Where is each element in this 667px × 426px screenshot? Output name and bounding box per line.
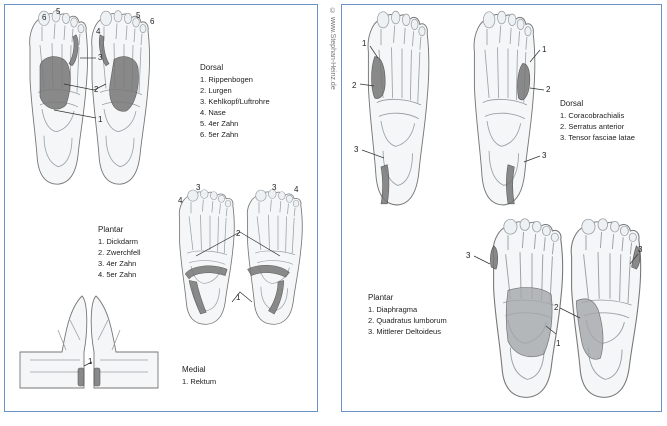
lead-pl1 [231, 291, 253, 303]
lead-rp2 [559, 307, 581, 319]
lead-r3a [361, 149, 385, 159]
legend-item: 1. Rektum [182, 377, 217, 386]
lead-r3b [523, 155, 541, 163]
legend-item: 4. Nase [200, 108, 226, 117]
lead-r1a [369, 45, 379, 59]
lead-m1 [83, 361, 93, 367]
right-plantar-foot-a [490, 218, 564, 398]
legend-item: 2. Lurgen [200, 86, 232, 95]
callout-r3a: 3 [354, 145, 359, 154]
legend-left-plantar: Plantar 1. Dickdarm 2. Zwerchfell 3. 4er… [98, 224, 141, 280]
legend-item: 1. Dickdarm [98, 237, 139, 246]
callout-rp2: 2 [554, 303, 559, 312]
right-plantar-foot-b [570, 218, 642, 398]
legend-left-medial: Medial 1. Rektum [182, 364, 216, 387]
callout-r2b: 2 [546, 85, 551, 94]
legend-left-medial-title: Medial [182, 365, 206, 374]
diaphragm-line [195, 231, 281, 257]
legend-left-dorsal-title: Dorsal [200, 63, 224, 72]
legend-item: 1. Rippenbogen [200, 75, 253, 84]
callout-rp3a: 3 [466, 251, 471, 260]
copyright-text: © www.Stephan-Heinz.de [329, 8, 336, 90]
legend-right-dorsal: Dorsal 1. Coracobrachialis 2. Serratus a… [560, 98, 635, 143]
legend-item: 2. Quadratus lumborum [368, 316, 447, 325]
legend-left-plantar-title: Plantar [98, 225, 124, 234]
callout-rp1: 1 [556, 339, 561, 348]
legend-item: 2. Zwerchfell [98, 248, 141, 257]
lead-rp1 [545, 325, 557, 335]
callout-r3b: 3 [542, 151, 547, 160]
legend-item: 3. Tensor fasciae latae [560, 133, 635, 142]
callout-pl4a: 4 [178, 196, 183, 205]
left-dorsal-foot-b [91, 10, 150, 185]
callout-rp3b: 3 [638, 245, 643, 254]
legend-item: 3. Kehlkopf/Luftrohre [200, 97, 270, 106]
callout-5b: 5 [136, 11, 141, 20]
right-dorsal-foot-b [473, 10, 536, 206]
right-dorsal-foot-a [367, 10, 430, 206]
legend-item: 5. 4er Zahn [200, 119, 239, 128]
left-plantar-foot-a [178, 189, 235, 325]
legend-item: 4. 5er Zahn [98, 270, 137, 279]
lead-r2b [529, 87, 545, 91]
callout-r1a: 1 [362, 39, 367, 48]
lead-r1b [529, 49, 541, 63]
callout-6a: 6 [42, 13, 47, 22]
callout-1a: 1 [98, 115, 103, 124]
callout-m1: 1 [88, 357, 93, 366]
left-dorsal-foot-a [29, 10, 88, 185]
legend-right-plantar: Plantar 1. Diaphragma 2. Quadratus lumbo… [368, 292, 447, 337]
legend-item: 3. Mittlerer Deltoideus [368, 327, 441, 336]
legend-item: 2. Serratus anterior [560, 122, 625, 131]
legend-item: 6. 5er Zahn [200, 130, 239, 139]
callout-3a: 3 [98, 53, 103, 62]
callout-6b: 6 [150, 17, 155, 26]
legend-item: 1. Diaphragma [368, 305, 418, 314]
lead-rp3b [629, 253, 639, 265]
callout-5a: 5 [56, 7, 61, 16]
callout-4a: 4 [96, 27, 101, 36]
lead-l2 [63, 83, 107, 91]
legend-right-dorsal-title: Dorsal [560, 99, 584, 108]
callout-pl2: 2 [236, 229, 241, 238]
legend-item: 3. 4er Zahn [98, 259, 137, 268]
callout-pl1: 1 [236, 293, 241, 302]
legend-item: 1. Coracobrachialis [560, 111, 625, 120]
callout-pl3a: 3 [196, 183, 201, 192]
left-plantar-foot-b [246, 189, 303, 325]
legend-right-plantar-title: Plantar [368, 293, 394, 302]
callout-pl4b: 4 [294, 185, 299, 194]
callout-2a: 2 [94, 85, 99, 94]
lead-r2a [359, 83, 375, 87]
callout-r2a: 2 [352, 81, 357, 90]
lead-l1 [53, 109, 97, 119]
callout-r1b: 1 [542, 45, 547, 54]
callout-pl3b: 3 [272, 183, 277, 192]
legend-left-dorsal: Dorsal 1. Rippenbogen 2. Lurgen 3. Kehlk… [200, 62, 270, 140]
left-medial-feet [19, 295, 159, 389]
lead-rp3a [473, 255, 491, 265]
